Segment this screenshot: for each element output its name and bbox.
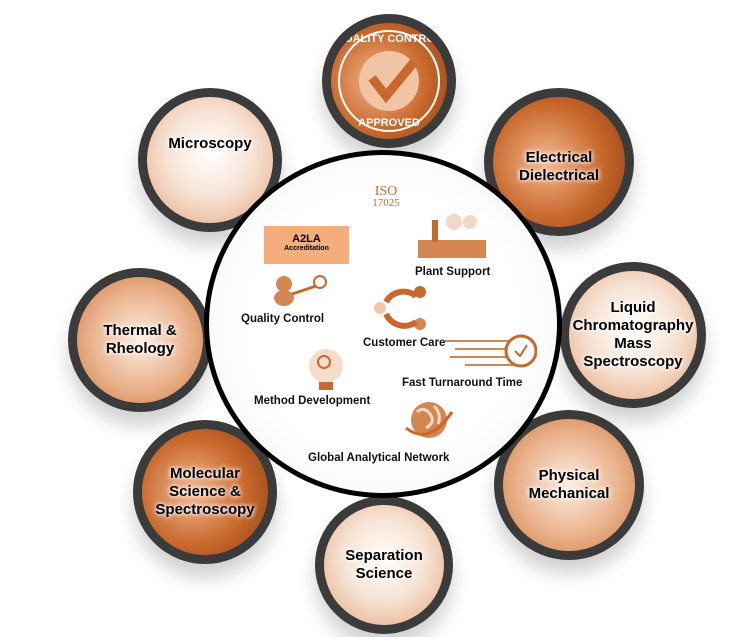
molecular-label: Molecular Science & Spectroscopy bbox=[155, 465, 255, 518]
badge-bottom-text: APPROVED bbox=[358, 117, 420, 129]
iso-text: ISO bbox=[374, 184, 398, 199]
lcms-node[interactable]: Liquid Chromatography Mass Spectroscopy bbox=[560, 262, 706, 408]
global-network-label: Global Analytical Network bbox=[308, 452, 450, 464]
iso-number: 17025 bbox=[372, 197, 400, 209]
globe-icon bbox=[405, 402, 454, 438]
separation-label: Separation Science bbox=[345, 547, 423, 582]
people-circle-icon bbox=[374, 286, 426, 330]
fast-turnaround-label: Fast Turnaround Time bbox=[402, 377, 523, 389]
electrical-label: Electrical Dielectrical bbox=[518, 149, 600, 184]
separation-node[interactable]: Separation Science bbox=[315, 496, 453, 634]
fast-clock-icon bbox=[445, 334, 537, 368]
badge-top-text: QUALITY CONTROL bbox=[336, 33, 442, 45]
thermal-label: Thermal & Rheology bbox=[103, 322, 177, 357]
magnifier-figure-icon bbox=[274, 275, 327, 306]
lcms-label: Liquid Chromatography Mass Spectroscopy bbox=[572, 299, 694, 370]
quality-control-label: Quality Control bbox=[241, 313, 325, 325]
quality-approved-badge: QUALITY CONTROL APPROVED bbox=[322, 14, 456, 148]
a2la-subtext: Accreditation bbox=[284, 245, 329, 252]
iso-17025-badge: ISO 17025 bbox=[355, 177, 417, 225]
checkmark-seal-icon bbox=[338, 30, 440, 132]
thermal-node[interactable]: Thermal & Rheology bbox=[68, 268, 212, 412]
physical-label: Physical Mechanical bbox=[528, 467, 610, 502]
molecular-node[interactable]: Molecular Science & Spectroscopy bbox=[133, 420, 277, 564]
method-development-label: Method Development bbox=[254, 395, 371, 407]
customer-care-label: Customer Care bbox=[363, 337, 446, 349]
microscopy-label: Microscopy bbox=[168, 135, 252, 152]
services-hub bbox=[204, 150, 562, 498]
a2la-badge: A2LA Accreditation bbox=[264, 226, 349, 264]
electrical-node[interactable]: Electrical Dielectrical bbox=[484, 88, 634, 236]
factory-icon bbox=[418, 214, 486, 258]
plant-support-label: Plant Support bbox=[415, 266, 491, 278]
a2la-text: A2LA bbox=[292, 233, 321, 245]
lightbulb-gears-icon bbox=[309, 349, 343, 390]
